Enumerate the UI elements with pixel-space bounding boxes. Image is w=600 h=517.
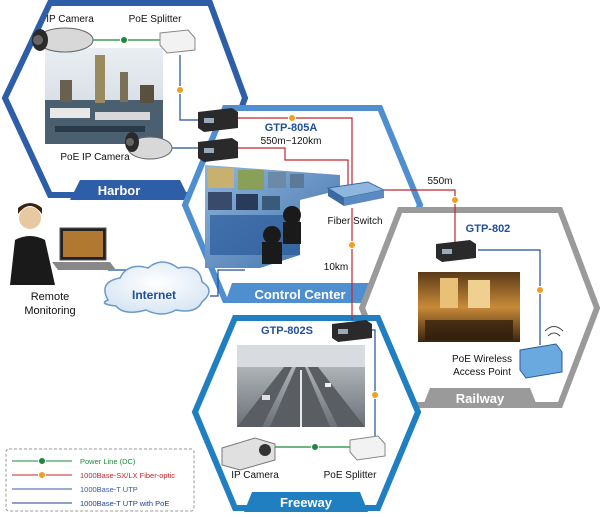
fiber-switch-label: Fiber Switch: [327, 216, 382, 227]
harbor-ip-camera-label: IP Camera: [46, 14, 94, 25]
legend-item-power: Power Line (DC): [12, 457, 136, 466]
distance-freeway-label: 10km: [324, 262, 348, 273]
harbor-label: Harbor: [98, 183, 141, 198]
freeway-poe-splitter-icon: [349, 435, 386, 461]
freeway-zone: Freeway: [191, 315, 422, 512]
harbor-poe-splitter-label: PoE Splitter: [129, 14, 182, 25]
fiber-805a-switch: [238, 117, 353, 188]
gtp-802s-icon: [332, 320, 372, 342]
control-center-label-bg: [225, 283, 378, 303]
gtp-805a-upper-icon: [198, 108, 238, 132]
remote-monitoring-label-1: Remote: [31, 291, 70, 303]
legend-label-utp: 1000Base-T UTP: [80, 485, 138, 494]
legend-label-utp-poe: 1000Base-T UTP with PoE: [80, 499, 169, 508]
remote-monitoring-person-icon: [10, 203, 116, 285]
gtp-802s-label: GTP-802S: [261, 325, 313, 337]
internet-label: Internet: [132, 288, 176, 302]
utp-splitter-805a: [179, 55, 200, 121]
internet-cloud-icon: [103, 261, 210, 315]
connections: [90, 39, 541, 448]
railway-label-bg: [422, 388, 538, 408]
harbor-photo: [45, 48, 163, 144]
control-center-zone: Control Center: [181, 105, 424, 303]
gtp-802-icon: [436, 240, 476, 262]
utp-internet-control: [210, 269, 245, 297]
legend-label-power: Power Line (DC): [80, 457, 136, 466]
gtp-805a-range-label: 550m~120km: [261, 136, 322, 147]
control-center-label: Control Center: [255, 287, 346, 302]
harbor-poe-splitter-icon: [159, 29, 196, 54]
harbor-label-bg: [70, 180, 190, 200]
legend-item-utp: 1000Base-T UTP: [12, 485, 138, 494]
control-room-photo: [205, 165, 340, 268]
harbor-poe-ip-camera-label: PoE IP Camera: [60, 152, 130, 163]
legend: Power Line (DC) 1000Base-SX/LX Fiber-opt…: [5, 448, 195, 512]
distance-railway-label: 550m: [427, 176, 452, 187]
freeway-label: Freeway: [280, 495, 333, 510]
remote-monitoring-label-2: Monitoring: [24, 305, 75, 317]
poe-wireless-ap-label-2: Access Point: [453, 367, 511, 378]
fiber-switch-icon: [326, 181, 386, 206]
railway-photo: [418, 272, 520, 342]
utp-802s-splitter: [372, 329, 376, 440]
legend-item-fiber: 1000Base-SX/LX Fiber-optic: [12, 471, 175, 480]
fiber-805a-switch-2: [238, 147, 349, 188]
legend-item-utp-poe: 1000Base-T UTP with PoE: [12, 499, 169, 508]
freeway-ip-camera-label: IP Camera: [231, 470, 279, 481]
legend-label-fiber: 1000Base-SX/LX Fiber-optic: [80, 471, 175, 480]
harbor-poe-ip-camera-icon: [125, 132, 173, 160]
fiber-switch-railway: [380, 189, 456, 245]
freeway-ip-camera-icon: [221, 437, 276, 471]
freeway-photo: [237, 345, 365, 427]
freeway-poe-splitter-label: PoE Splitter: [324, 470, 377, 481]
harbor-ip-camera-icon: [32, 27, 94, 53]
railway-label: Railway: [456, 391, 505, 406]
gtp-805a-label: GTP-805A: [265, 122, 318, 134]
line-markers: [120, 36, 544, 451]
utp-802-ap: [478, 249, 541, 345]
poe-wireless-ap-icon: [519, 326, 564, 379]
gtp-805a-lower-icon: [198, 138, 238, 162]
gtp-802-label: GTP-802: [466, 223, 511, 235]
poe-wireless-ap-label-1: PoE Wireless: [452, 354, 512, 365]
freeway-label-bg: [244, 492, 368, 512]
